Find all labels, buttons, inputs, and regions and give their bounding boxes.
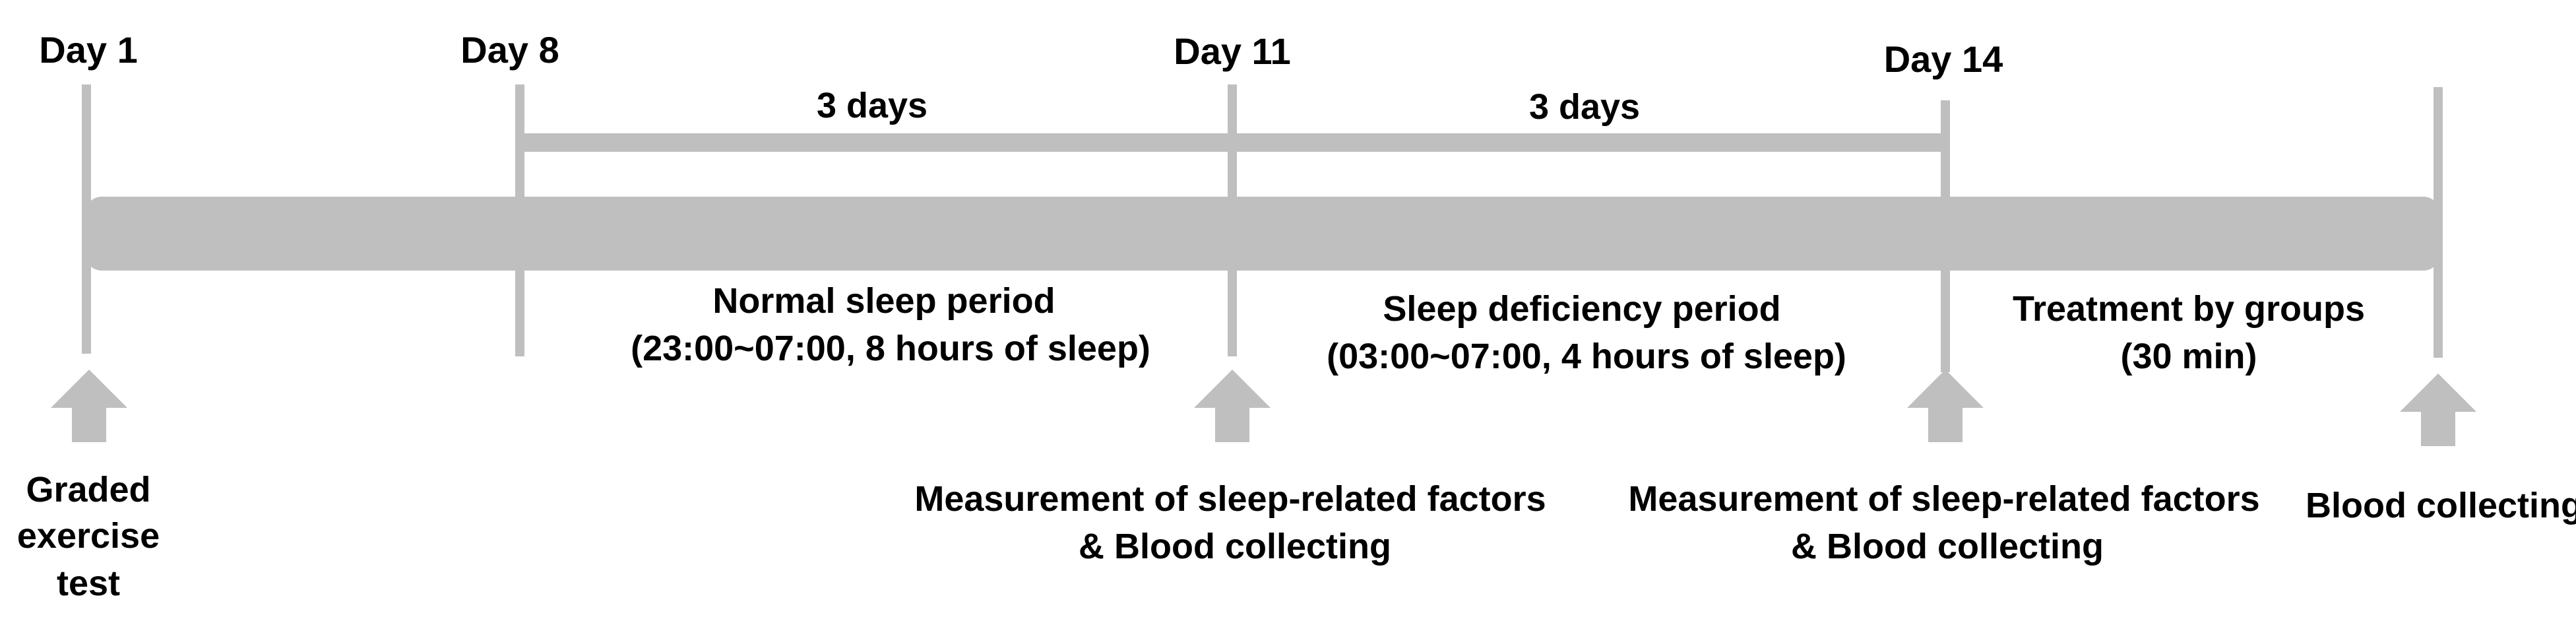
day8-marker [515, 84, 524, 356]
day11-marker [1228, 84, 1237, 356]
day1-event-line2: exercise [16, 516, 160, 556]
day1-up-arrow [51, 370, 127, 442]
treatment-detail: (30 min) [2120, 337, 2257, 376]
day8-label: Day 8 [460, 29, 559, 71]
end-marker [2434, 87, 2443, 358]
day11-event-line2: & Blood collecting [1078, 527, 1392, 566]
treatment-title: Treatment by groups [2012, 289, 2366, 329]
day11-up-arrow [1194, 370, 1271, 442]
deficiency-period-detail: (03:00~07:00, 4 hours of sleep) [1327, 337, 1846, 376]
day1-label: Day 1 [39, 29, 138, 71]
day11-event-line1: Measurement of sleep-related factors [914, 479, 1546, 519]
deficiency-period-title: Sleep deficiency period [1383, 289, 1781, 329]
end-up-arrow [2400, 374, 2476, 446]
day14-marker [1941, 100, 1950, 372]
day11-label: Day 11 [1174, 30, 1291, 72]
second-duration-label: 3 days [1528, 87, 1641, 127]
normal-period-detail: (23:00~07:00, 8 hours of sleep) [631, 329, 1150, 368]
day1-event-line1: Graded [26, 470, 151, 509]
day1-marker [82, 84, 91, 354]
day14-event-line1: Measurement of sleep-related factors [1628, 479, 2260, 519]
end-event-label: Blood collecting [2305, 486, 2576, 525]
first-duration-label: 3 days [816, 86, 928, 125]
day14-event-line2: & Blood collecting [1790, 527, 2104, 566]
day14-up-arrow [1907, 370, 1984, 442]
day14-label: Day 14 [1883, 38, 2003, 80]
normal-period-title: Normal sleep period [712, 281, 1055, 321]
day1-event-line3: test [56, 564, 121, 603]
timeline-bar [86, 197, 2439, 271]
